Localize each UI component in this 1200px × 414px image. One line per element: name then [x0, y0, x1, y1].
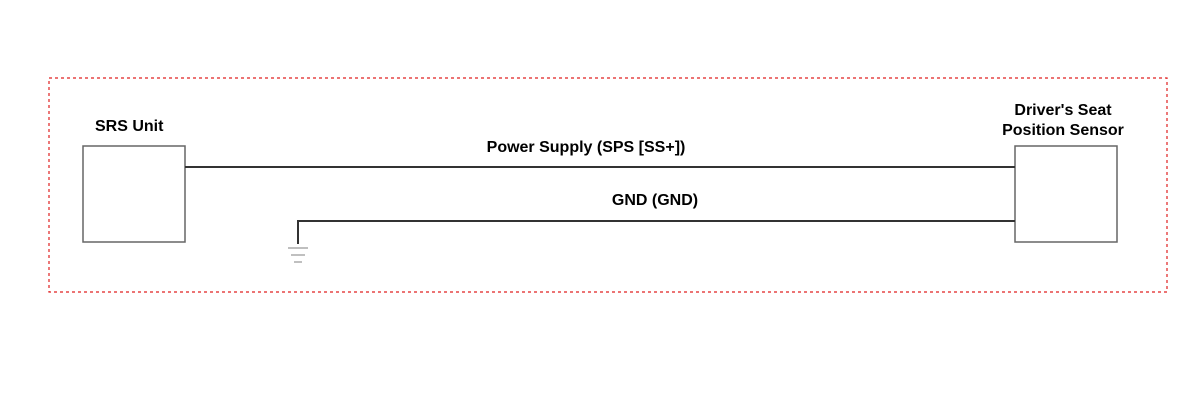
srs-unit-label: SRS Unit — [95, 118, 164, 135]
power-supply-wire-label: Power Supply (SPS [SS+]) — [487, 139, 686, 156]
boundary-dashed-frame — [48, 77, 1168, 293]
seat-position-sensor-box — [1014, 145, 1118, 243]
ground-wire-label: GND (GND) — [612, 192, 698, 209]
ground-icon — [288, 247, 308, 263]
srs-unit-box — [82, 145, 186, 243]
seat-position-sensor-label-line2: Position Sensor — [1002, 122, 1124, 139]
seat-position-sensor-label-line1: Driver's Seat — [1014, 102, 1112, 119]
ground-wire — [297, 220, 1015, 244]
